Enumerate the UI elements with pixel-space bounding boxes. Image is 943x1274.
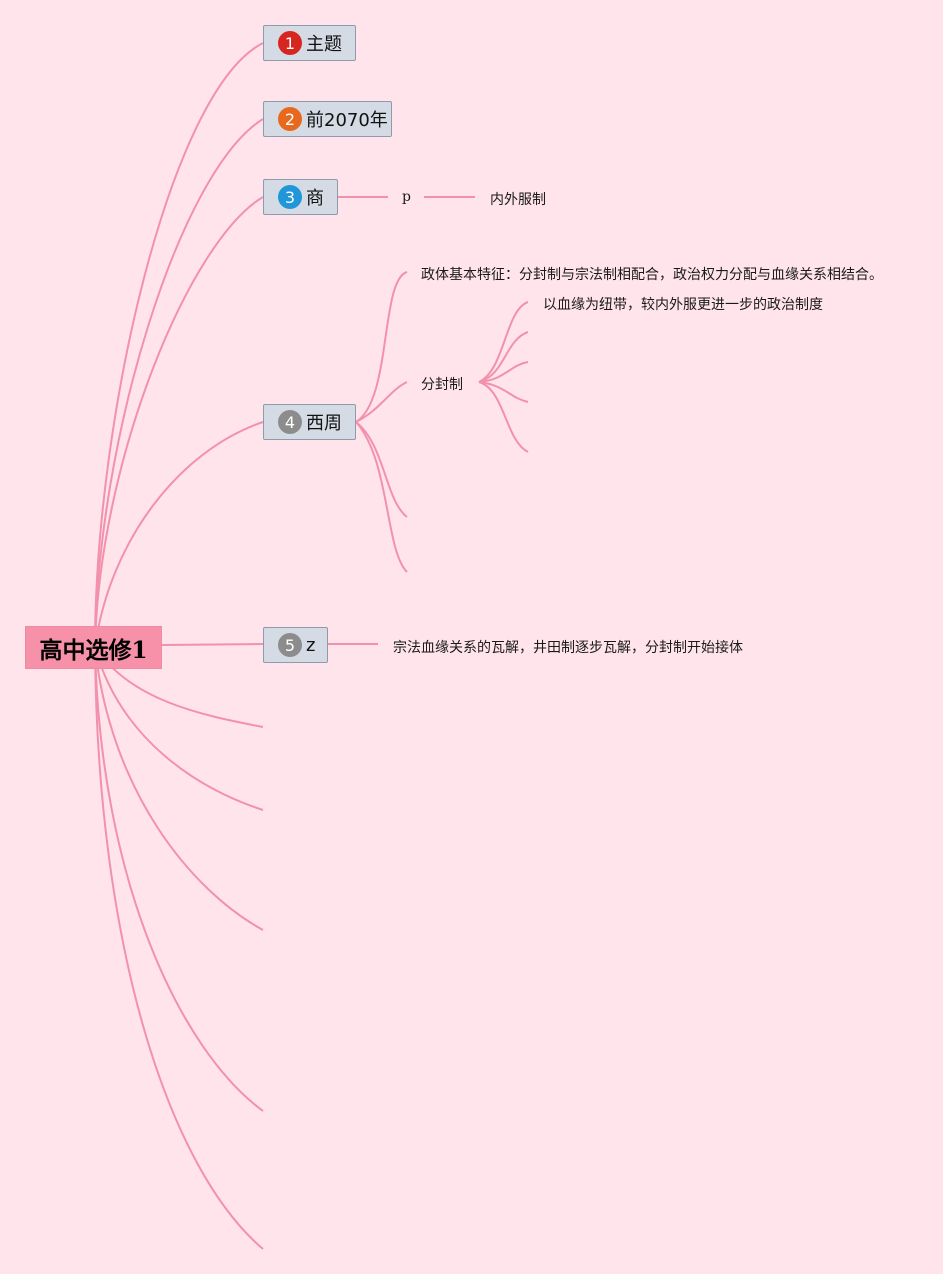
edge-root-empty-4: [94, 646, 264, 1112]
topic-label: 西周: [306, 413, 342, 434]
edge-root-topic-4: [94, 421, 264, 648]
edge-root-topic-3: [94, 196, 264, 648]
z-child[interactable]: 宗法血缘关系的瓦解，井田制逐步瓦解，分封制开始接体: [393, 640, 743, 656]
topic-2[interactable]: 2 前2070年: [263, 101, 392, 137]
number-2-icon: 2: [278, 107, 302, 131]
edge-root-topic-2: [94, 118, 264, 648]
root-label: 高中选修1: [39, 636, 148, 664]
edge-fenfeng-empty-3: [478, 381, 529, 403]
edge-xizhou-empty-2: [355, 421, 408, 573]
fenfeng-child-1[interactable]: 以血缘为纽带，较内外服更进一步的政治制度: [543, 297, 823, 313]
topic-3[interactable]: 3 商: [263, 179, 338, 215]
root-topic[interactable]: 高中选修1: [25, 626, 162, 669]
edge-root-topic-1: [94, 42, 264, 648]
number-1-icon: 1: [278, 31, 302, 55]
topic-label: 商: [306, 188, 324, 209]
edge-root-topic-5: [161, 643, 264, 646]
edge-root-empty-3: [94, 646, 264, 931]
topic-label: 主题: [306, 34, 342, 55]
edge-fenfeng-empty-4: [478, 381, 529, 453]
edge-xizhou-empty-1: [355, 421, 408, 518]
edge-xizhou-fenfeng: [355, 381, 408, 423]
topic-label: 前2070年: [306, 110, 388, 131]
xizhou-fenfeng[interactable]: 分封制: [421, 377, 463, 393]
number-4-icon: 4: [278, 410, 302, 434]
edge-xizhou-polity: [355, 271, 408, 423]
number-5-icon: 5: [278, 633, 302, 657]
shang-child-p[interactable]: p: [402, 189, 411, 205]
edge-root-empty-2: [94, 646, 264, 811]
number-3-icon: 3: [278, 185, 302, 209]
edge-fenfeng-empty-1: [478, 331, 529, 383]
topic-4[interactable]: 4 西周: [263, 404, 356, 440]
edge-fenfeng-empty-2: [478, 361, 529, 383]
edge-fenfeng-child-1: [478, 301, 529, 383]
xizhou-polity-feature[interactable]: 政体基本特征：分封制与宗法制相配合，政治权力分配与血缘关系相结合。: [421, 267, 883, 283]
shang-grandchild-neiwaifu[interactable]: 内外服制: [490, 192, 546, 208]
topic-label: z: [306, 634, 316, 656]
topic-5[interactable]: 5 z: [263, 627, 328, 663]
edge-root-empty-5: [94, 646, 264, 1250]
topic-1[interactable]: 1 主题: [263, 25, 356, 61]
